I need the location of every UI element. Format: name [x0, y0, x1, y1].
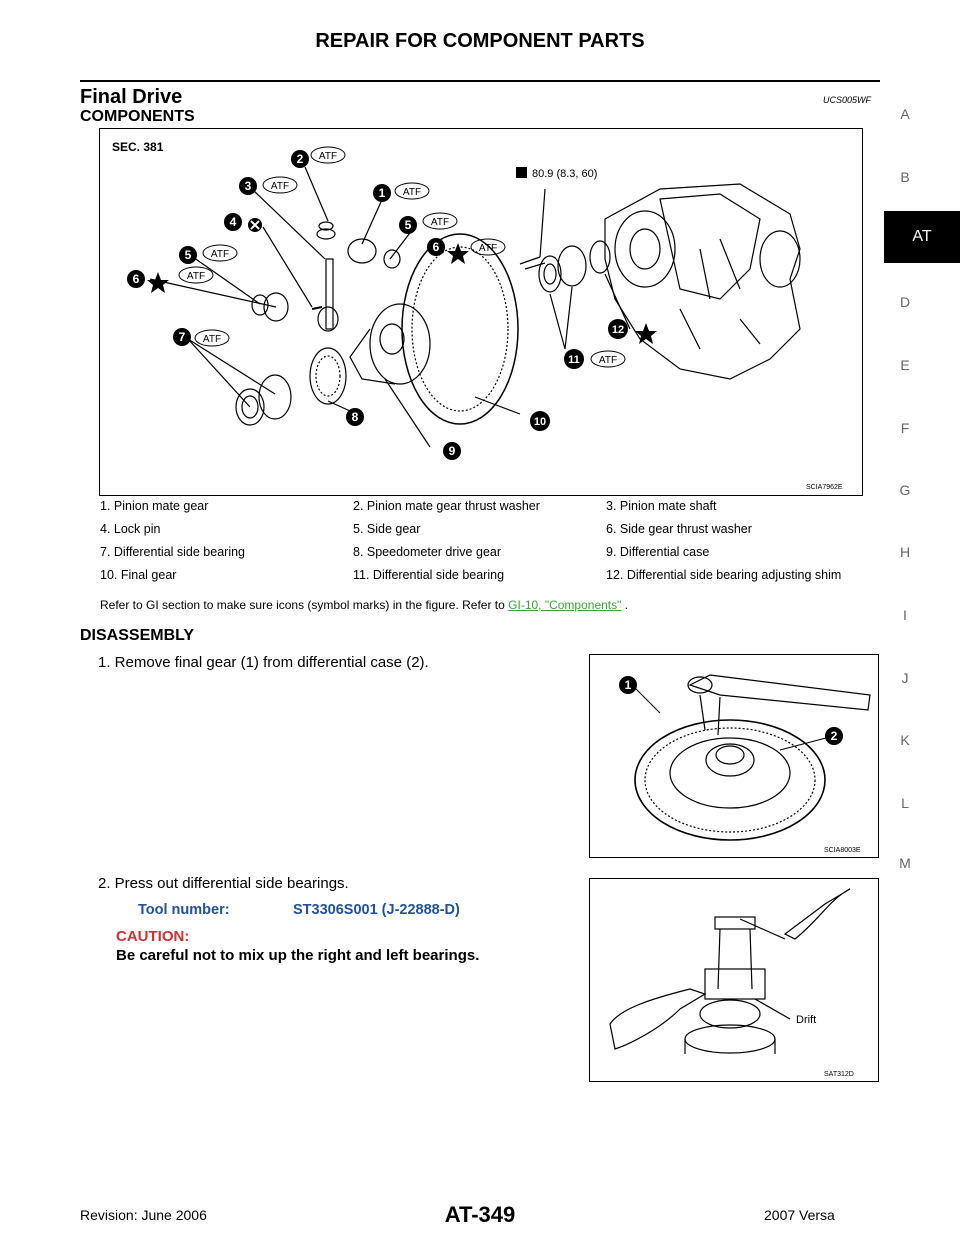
svg-text:3: 3 — [245, 179, 252, 193]
final-gear-figure: 1 2 SCIA8003E — [589, 654, 879, 858]
section-code: UCS005WF — [823, 95, 872, 105]
atf-label: ATF — [431, 217, 449, 228]
svg-text:4: 4 — [230, 215, 237, 229]
callout-11: 11 — [564, 349, 584, 369]
callout-12: 12 — [608, 319, 628, 339]
svg-text:1: 1 — [379, 186, 386, 200]
step-1: 1. Remove final gear (1) from differenti… — [98, 654, 429, 671]
svg-text:2: 2 — [297, 152, 304, 166]
header-rule — [80, 80, 880, 82]
torque-value: 80.9 (8.3, 60) — [532, 168, 597, 180]
parts-legend: 1. Pinion mate gear 2. Pinion mate gear … — [100, 499, 860, 600]
sidebar-letter-g[interactable]: G — [899, 482, 911, 498]
atf-label: ATF — [319, 151, 337, 162]
legend-item: 12. Differential side bearing adjusting … — [606, 568, 842, 582]
callout-2: 2 — [291, 150, 309, 168]
callout-2: 2 — [825, 727, 843, 745]
svg-text:6: 6 — [133, 272, 140, 286]
svg-text:5: 5 — [405, 218, 412, 232]
tool-number-value: ST3306S001 (J-22888-D) — [293, 902, 460, 918]
sidebar-letter-j[interactable]: J — [901, 670, 909, 686]
svg-text:5: 5 — [185, 248, 192, 262]
atf-label: ATF — [203, 334, 221, 345]
sidebar-letter-k[interactable]: K — [900, 732, 910, 748]
footer-revision: Revision: June 2006 — [80, 1207, 207, 1223]
svg-text:9: 9 — [449, 444, 456, 458]
svg-text:7: 7 — [179, 330, 186, 344]
section-subtitle: COMPONENTS — [80, 108, 195, 125]
legend-item: 10. Final gear — [100, 568, 177, 582]
svg-text:6: 6 — [433, 240, 440, 254]
drift-label: Drift — [796, 1014, 816, 1026]
legend-item: 3. Pinion mate shaft — [606, 499, 717, 513]
callout-6b: 6 — [127, 270, 145, 288]
sidebar-letter-a[interactable]: A — [900, 106, 910, 122]
sidebar-letter-f[interactable]: F — [900, 420, 910, 436]
torque-icon — [516, 167, 527, 178]
sidebar-letter-d[interactable]: D — [899, 294, 911, 310]
sidebar-tab-at[interactable]: AT — [884, 211, 960, 263]
legend-item: 8. Speedometer drive gear — [353, 545, 502, 559]
svg-text:10: 10 — [534, 416, 546, 428]
figure-code: SAT312D — [824, 1071, 854, 1078]
svg-text:11: 11 — [568, 354, 580, 366]
callout-1: 1 — [619, 676, 637, 694]
callout-10: 10 — [530, 411, 550, 431]
atf-label: ATF — [599, 355, 617, 366]
exploded-view-drawing: 2 3 1 4 5 6 5 6 7 12 11 8 10 9 — [127, 146, 801, 460]
atf-label: ATF — [271, 181, 289, 192]
sidebar-letter-b[interactable]: B — [900, 169, 910, 185]
figure-sec-label: SEC. 381 — [112, 140, 164, 154]
sidebar-letter-i[interactable]: I — [903, 607, 907, 623]
footer-model: 2007 Versa — [764, 1207, 835, 1223]
svg-text:1: 1 — [625, 678, 632, 692]
callout-5a: 5 — [399, 216, 417, 234]
callout-8: 8 — [346, 408, 364, 426]
callout-1: 1 — [373, 184, 391, 202]
callout-4: 4 — [224, 213, 242, 231]
callout-3: 3 — [239, 177, 257, 195]
sidebar-letter-h[interactable]: H — [899, 544, 911, 560]
callout-6a: 6 — [427, 238, 445, 256]
svg-text:12: 12 — [612, 324, 624, 336]
disassembly-title: DISASSEMBLY — [80, 627, 195, 644]
legend-item: 2. Pinion mate gear thrust washer — [353, 499, 540, 513]
caution-heading: CAUTION: — [116, 928, 190, 945]
atf-label: ATF — [403, 187, 421, 198]
svg-text:2: 2 — [831, 729, 838, 743]
final-gear-drawing: 1 2 — [619, 674, 871, 841]
legend-item: 6. Side gear thrust washer — [606, 522, 752, 536]
legend-item: 1. Pinion mate gear — [100, 499, 209, 513]
section-title: Final Drive — [80, 86, 183, 108]
step-2: 2. Press out differential side bearings. — [98, 875, 349, 892]
sidebar-letter-m[interactable]: M — [899, 855, 911, 871]
callout-5b: 5 — [179, 246, 197, 264]
legend-item: 5. Side gear — [353, 522, 421, 536]
legend-item: 11. Differential side bearing — [353, 568, 505, 582]
sidebar-letter-l[interactable]: L — [901, 795, 909, 811]
press-bearing-figure: Drift SAT312D — [589, 878, 879, 1082]
press-bearing-drawing: Drift — [609, 888, 851, 1054]
legend-item: 7. Differential side bearing — [100, 545, 245, 559]
figure-code: SCIA8003E — [824, 847, 861, 854]
page-header-title: REPAIR FOR COMPONENT PARTS — [315, 30, 645, 52]
lock-pin-x-icon — [248, 218, 262, 232]
figure-code: SCIA7962E — [806, 484, 843, 491]
components-link[interactable]: GI-10, "Components" — [508, 598, 622, 612]
components-figure: SEC. 381 — [99, 128, 863, 496]
callout-9: 9 — [443, 442, 461, 460]
atf-label: ATF — [211, 249, 229, 260]
caution-text: Be careful not to mix up the right and l… — [116, 947, 480, 964]
legend-item: 9. Differential case — [606, 545, 710, 559]
reference-note: Refer to GI section to make sure icons (… — [100, 598, 629, 612]
sidebar-letter-e[interactable]: E — [900, 357, 910, 373]
star-icons — [147, 243, 657, 344]
callout-7: 7 — [173, 328, 191, 346]
svg-text:8: 8 — [352, 410, 359, 424]
tool-number-label: Tool number: — [138, 902, 230, 918]
legend-item: 4. Lock pin — [100, 522, 161, 536]
atf-label: ATF — [479, 243, 497, 254]
atf-label: ATF — [187, 271, 205, 282]
footer-page-number: AT-349 — [444, 1202, 516, 1227]
